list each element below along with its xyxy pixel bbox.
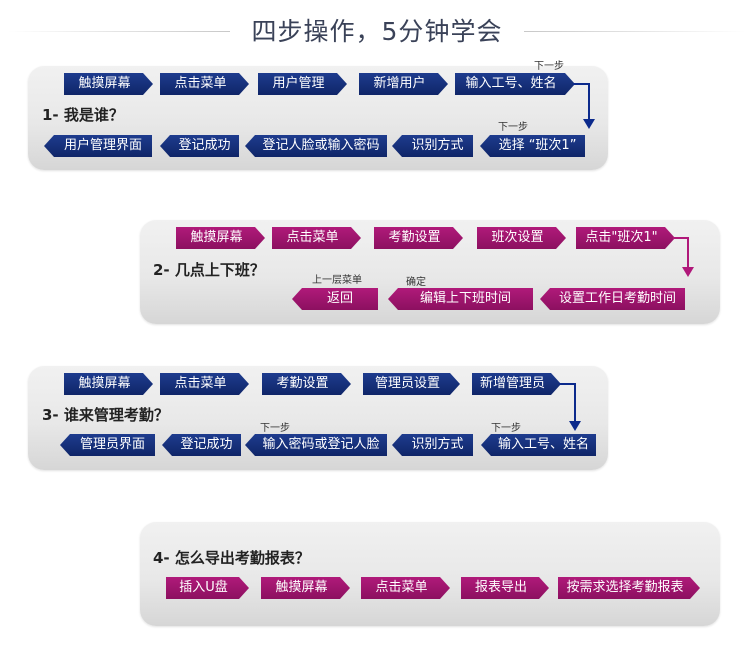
s1-connector-v xyxy=(588,83,590,121)
s3-step-4: 管理员设置 xyxy=(363,373,460,395)
s1-step-1: 触摸屏幕 xyxy=(64,73,153,95)
s2-hint-back: 上一层菜单 xyxy=(312,275,362,286)
title-rule-left xyxy=(8,31,230,32)
s4-step-5: 按需求选择考勤报表 xyxy=(558,577,700,599)
s1-connector-h xyxy=(573,83,589,85)
s1-hint-next-top: 下一步 xyxy=(534,61,564,72)
s2-step-7: 编辑上下班时间 xyxy=(388,288,533,310)
s1-question: 1- 我是谁？ xyxy=(42,106,124,124)
s3-step-1: 触摸屏幕 xyxy=(64,373,153,395)
s4-step-3: 点击菜单 xyxy=(361,577,450,599)
s1-step-5: 输入工号、姓名 xyxy=(455,73,575,95)
s3-hint-next-left: 下一步 xyxy=(260,423,290,434)
s4-step-1: 插入U盘 xyxy=(166,577,249,599)
s1-step-6: 选择 “班次1” xyxy=(480,135,585,157)
s4-step-2: 触摸屏幕 xyxy=(261,577,350,599)
s3-step-5: 新增管理员 xyxy=(472,373,561,395)
s3-hint-next-right: 下一步 xyxy=(491,423,521,434)
s2-question: 2- 几点上下班？ xyxy=(153,261,265,279)
s3-step-7: 识别方式 xyxy=(392,434,473,456)
s1-hint-next-bottom: 下一步 xyxy=(498,122,528,133)
s3-connector-v xyxy=(574,383,576,423)
s2-step-2: 点击菜单 xyxy=(272,227,361,249)
s3-step-9: 登记成功 xyxy=(162,434,241,456)
s2-step-3: 考勤设置 xyxy=(374,227,463,249)
s2-connector-v xyxy=(687,237,689,269)
s1-step-7: 识别方式 xyxy=(392,135,473,157)
s3-step-6: 输入工号、姓名 xyxy=(481,434,596,456)
s1-step-10: 用户管理界面 xyxy=(44,135,152,157)
s2-connector-h xyxy=(673,237,688,239)
s1-connector-arrowhead xyxy=(583,119,595,129)
s2-step-1: 触摸屏幕 xyxy=(176,227,265,249)
s1-step-8: 登记人脸或输入密码 xyxy=(245,135,387,157)
s2-step-6: 设置工作日考勤时间 xyxy=(540,288,685,310)
s4-question: 4- 怎么导出考勤报表？ xyxy=(153,549,310,567)
s2-step-8: 返回 xyxy=(292,288,378,310)
s2-step-4: 班次设置 xyxy=(477,227,566,249)
section-4-panel xyxy=(140,522,720,626)
s3-step-10: 管理员界面 xyxy=(60,434,155,456)
s1-step-3: 用户管理 xyxy=(258,73,347,95)
s1-step-2: 点击菜单 xyxy=(160,73,249,95)
s1-step-4: 新增用户 xyxy=(359,73,448,95)
s3-connector-arrowhead xyxy=(569,421,581,431)
s3-step-2: 点击菜单 xyxy=(160,373,249,395)
s2-hint-confirm: 确定 xyxy=(406,277,426,288)
s3-question: 3- 谁来管理考勤？ xyxy=(42,406,169,424)
s2-step-5: 点击"班次1" xyxy=(576,227,675,249)
s2-connector-arrowhead xyxy=(682,267,694,277)
title-rule-right xyxy=(524,31,746,32)
s3-step-3: 考勤设置 xyxy=(262,373,351,395)
s1-step-9: 登记成功 xyxy=(160,135,239,157)
s4-step-4: 报表导出 xyxy=(461,577,549,599)
s3-connector-h xyxy=(559,383,575,385)
page-title: 四步操作，5分钟学会 xyxy=(251,17,503,46)
s3-step-8: 输入密码或登记人脸 xyxy=(245,434,387,456)
